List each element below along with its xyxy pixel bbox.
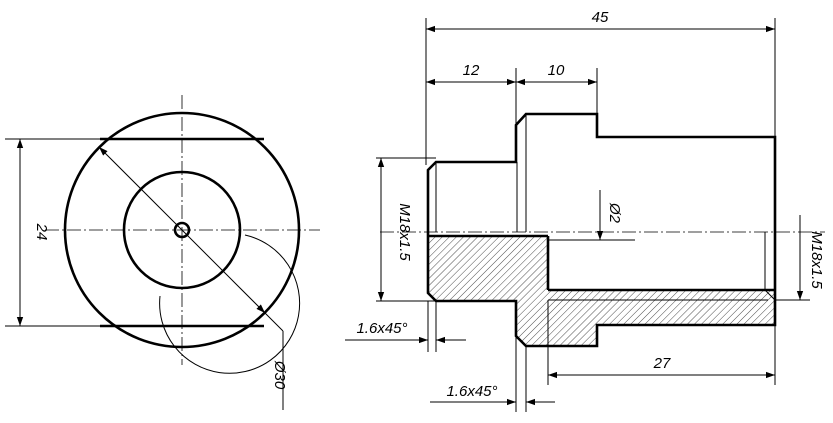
section-view: 45 12 10 M18x1.5 Ø2 M18x1.5 27 1.6x45°	[345, 9, 825, 412]
dimension-diameter-2: Ø2	[606, 202, 623, 224]
dimension-27: 27	[653, 355, 671, 372]
dimension-45: 45	[592, 9, 609, 26]
dimension-chamfer-left: 1.6x45°	[356, 320, 407, 337]
dimension-12: 12	[463, 62, 480, 79]
dimension-thread-right: M18x1.5	[808, 231, 825, 289]
dimension-diameter-30: Ø30	[271, 360, 288, 390]
dimension-chamfer-bottom: 1.6x45°	[446, 383, 497, 400]
dimension-24: 24	[33, 223, 50, 241]
thread-arc	[159, 234, 301, 374]
dimension-line-diameter-30	[98, 146, 266, 314]
upper-outline	[426, 112, 777, 232]
dimension-10: 10	[548, 62, 565, 79]
lower-outline	[426, 232, 777, 348]
bore-chamfer-line	[764, 289, 776, 301]
leader-diameter-30-a	[264, 312, 284, 332]
outer-circle-upper-arc	[63, 111, 301, 349]
dimension-thread-left: M18x1.5	[396, 203, 413, 261]
end-view: 24 Ø30	[5, 95, 320, 410]
